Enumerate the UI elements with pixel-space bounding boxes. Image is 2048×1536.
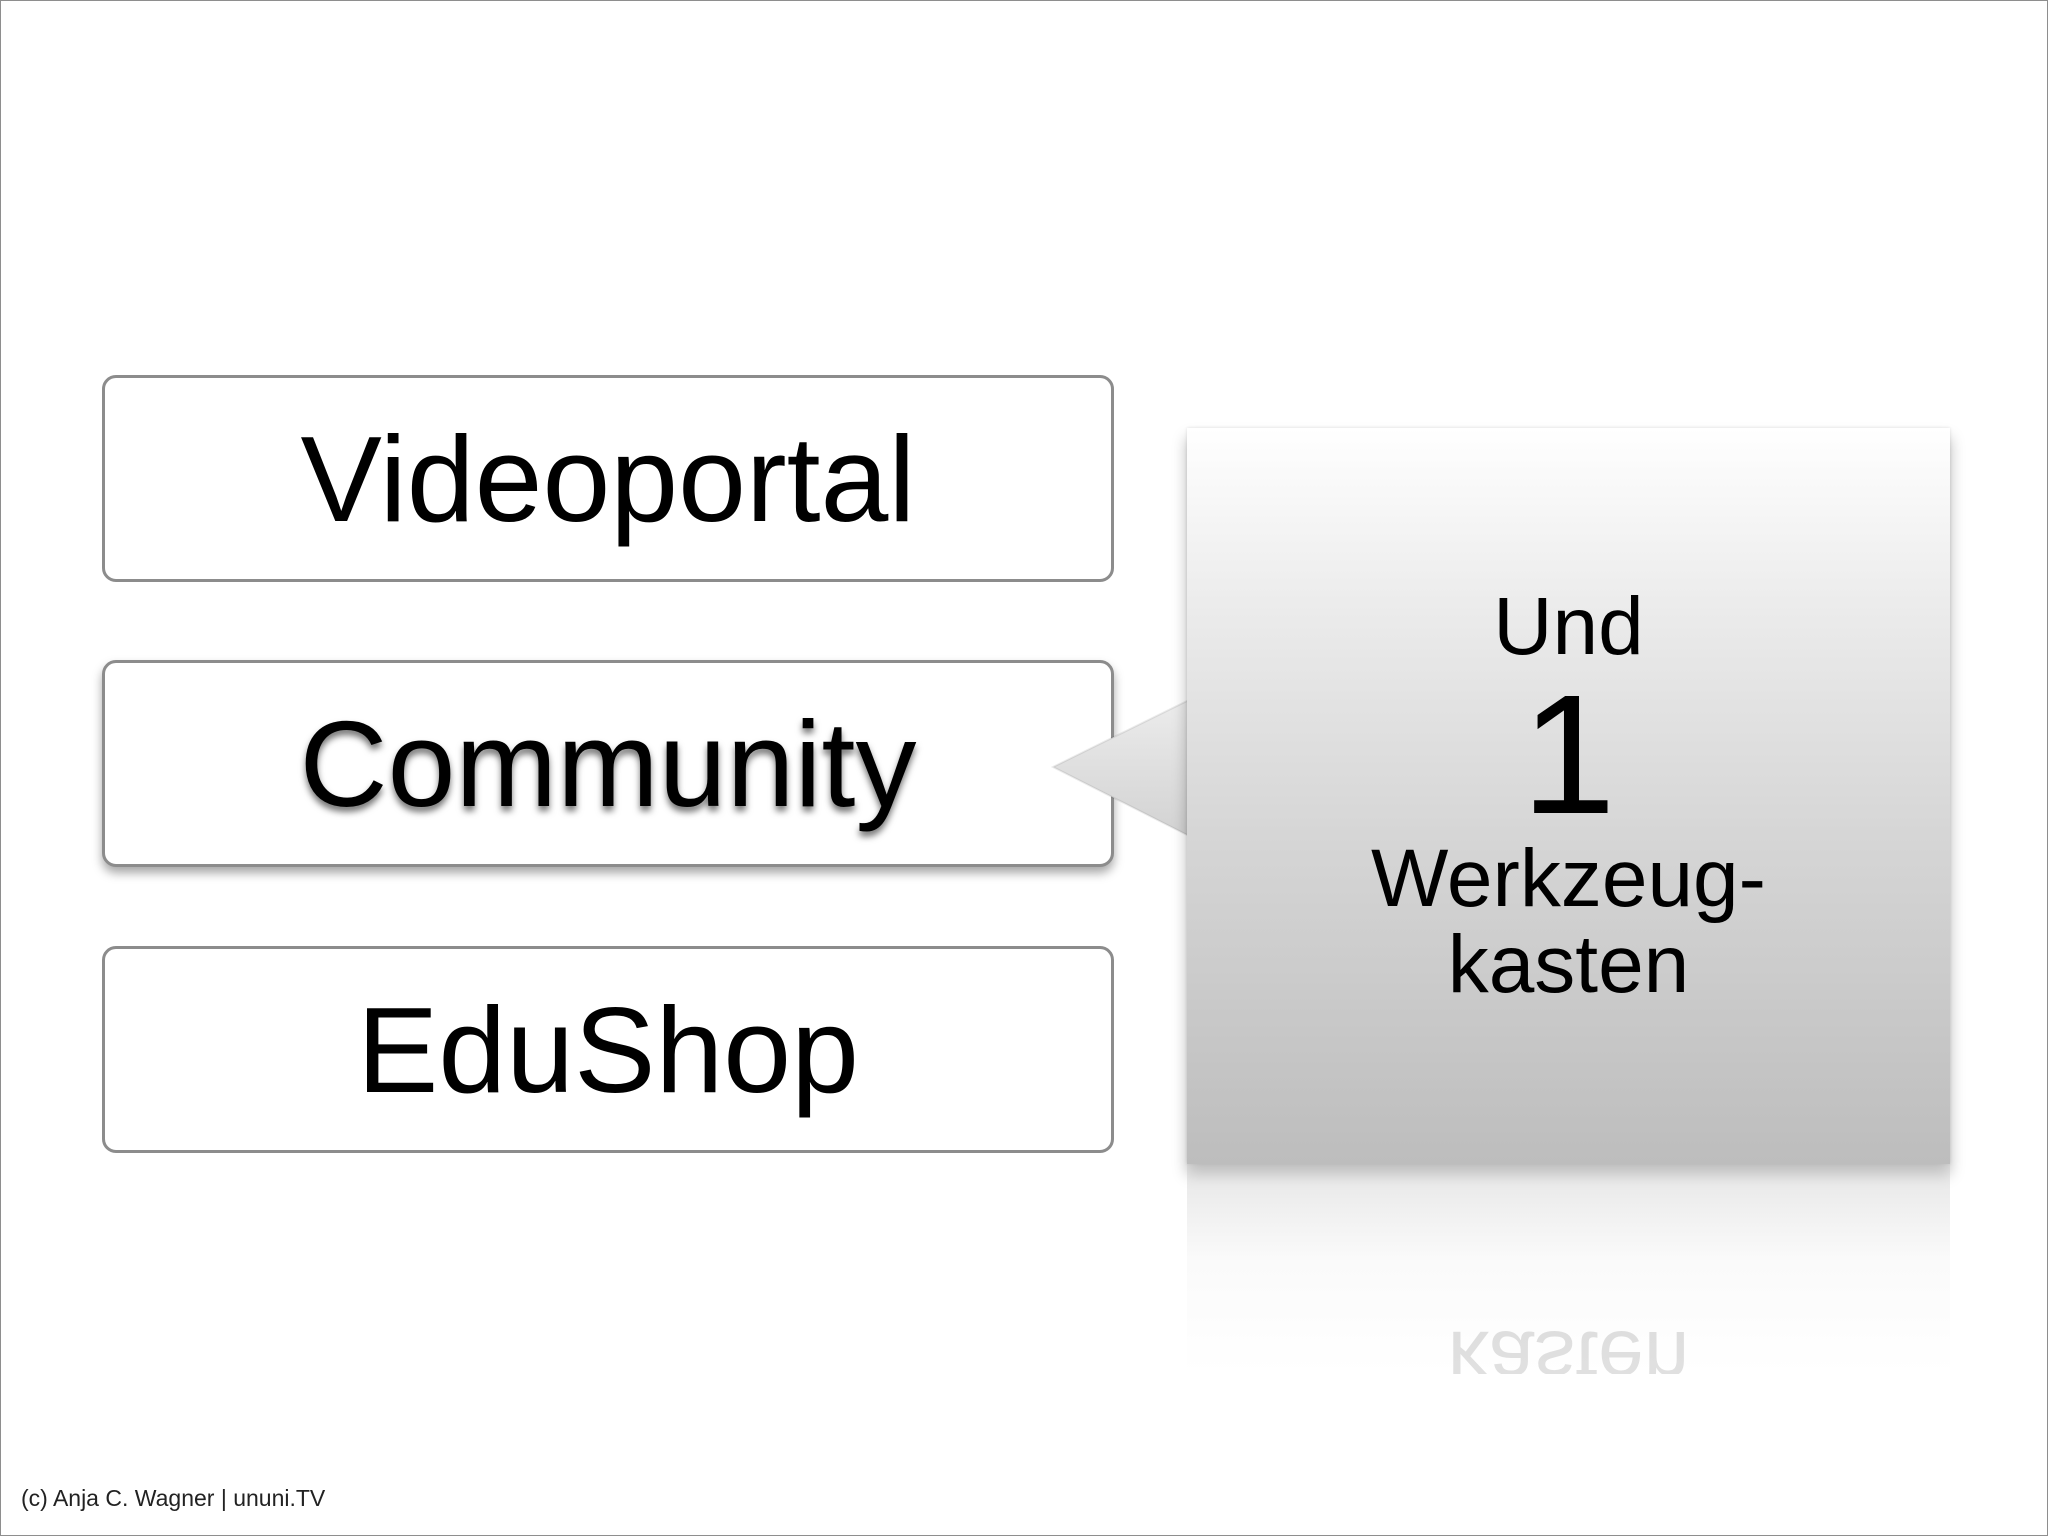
callout-werkzeug: Werkzeug- (1371, 833, 1766, 924)
callout-text: Und 1 Werkzeug- kasten (1371, 584, 1766, 1008)
callout-kasten: kasten (1447, 919, 1690, 1010)
videoportal-box: Videoportal (102, 375, 1114, 582)
community-box: Community (102, 660, 1114, 867)
videoportal-label: Videoportal (300, 410, 916, 547)
community-label: Community (299, 695, 917, 832)
callout-und: Und (1493, 581, 1644, 672)
edushop-box: EduShop (102, 946, 1114, 1153)
copyright-footer: (c) Anja C. Wagner | ununi.TV (21, 1485, 326, 1511)
reflection-text: kasten (1447, 1314, 1690, 1374)
edushop-label: EduShop (357, 981, 859, 1118)
callout-reflection: kasten (1187, 1164, 1950, 1374)
callout-number: 1 (1521, 660, 1616, 850)
callout-box: Und 1 Werkzeug- kasten (1187, 428, 1950, 1164)
